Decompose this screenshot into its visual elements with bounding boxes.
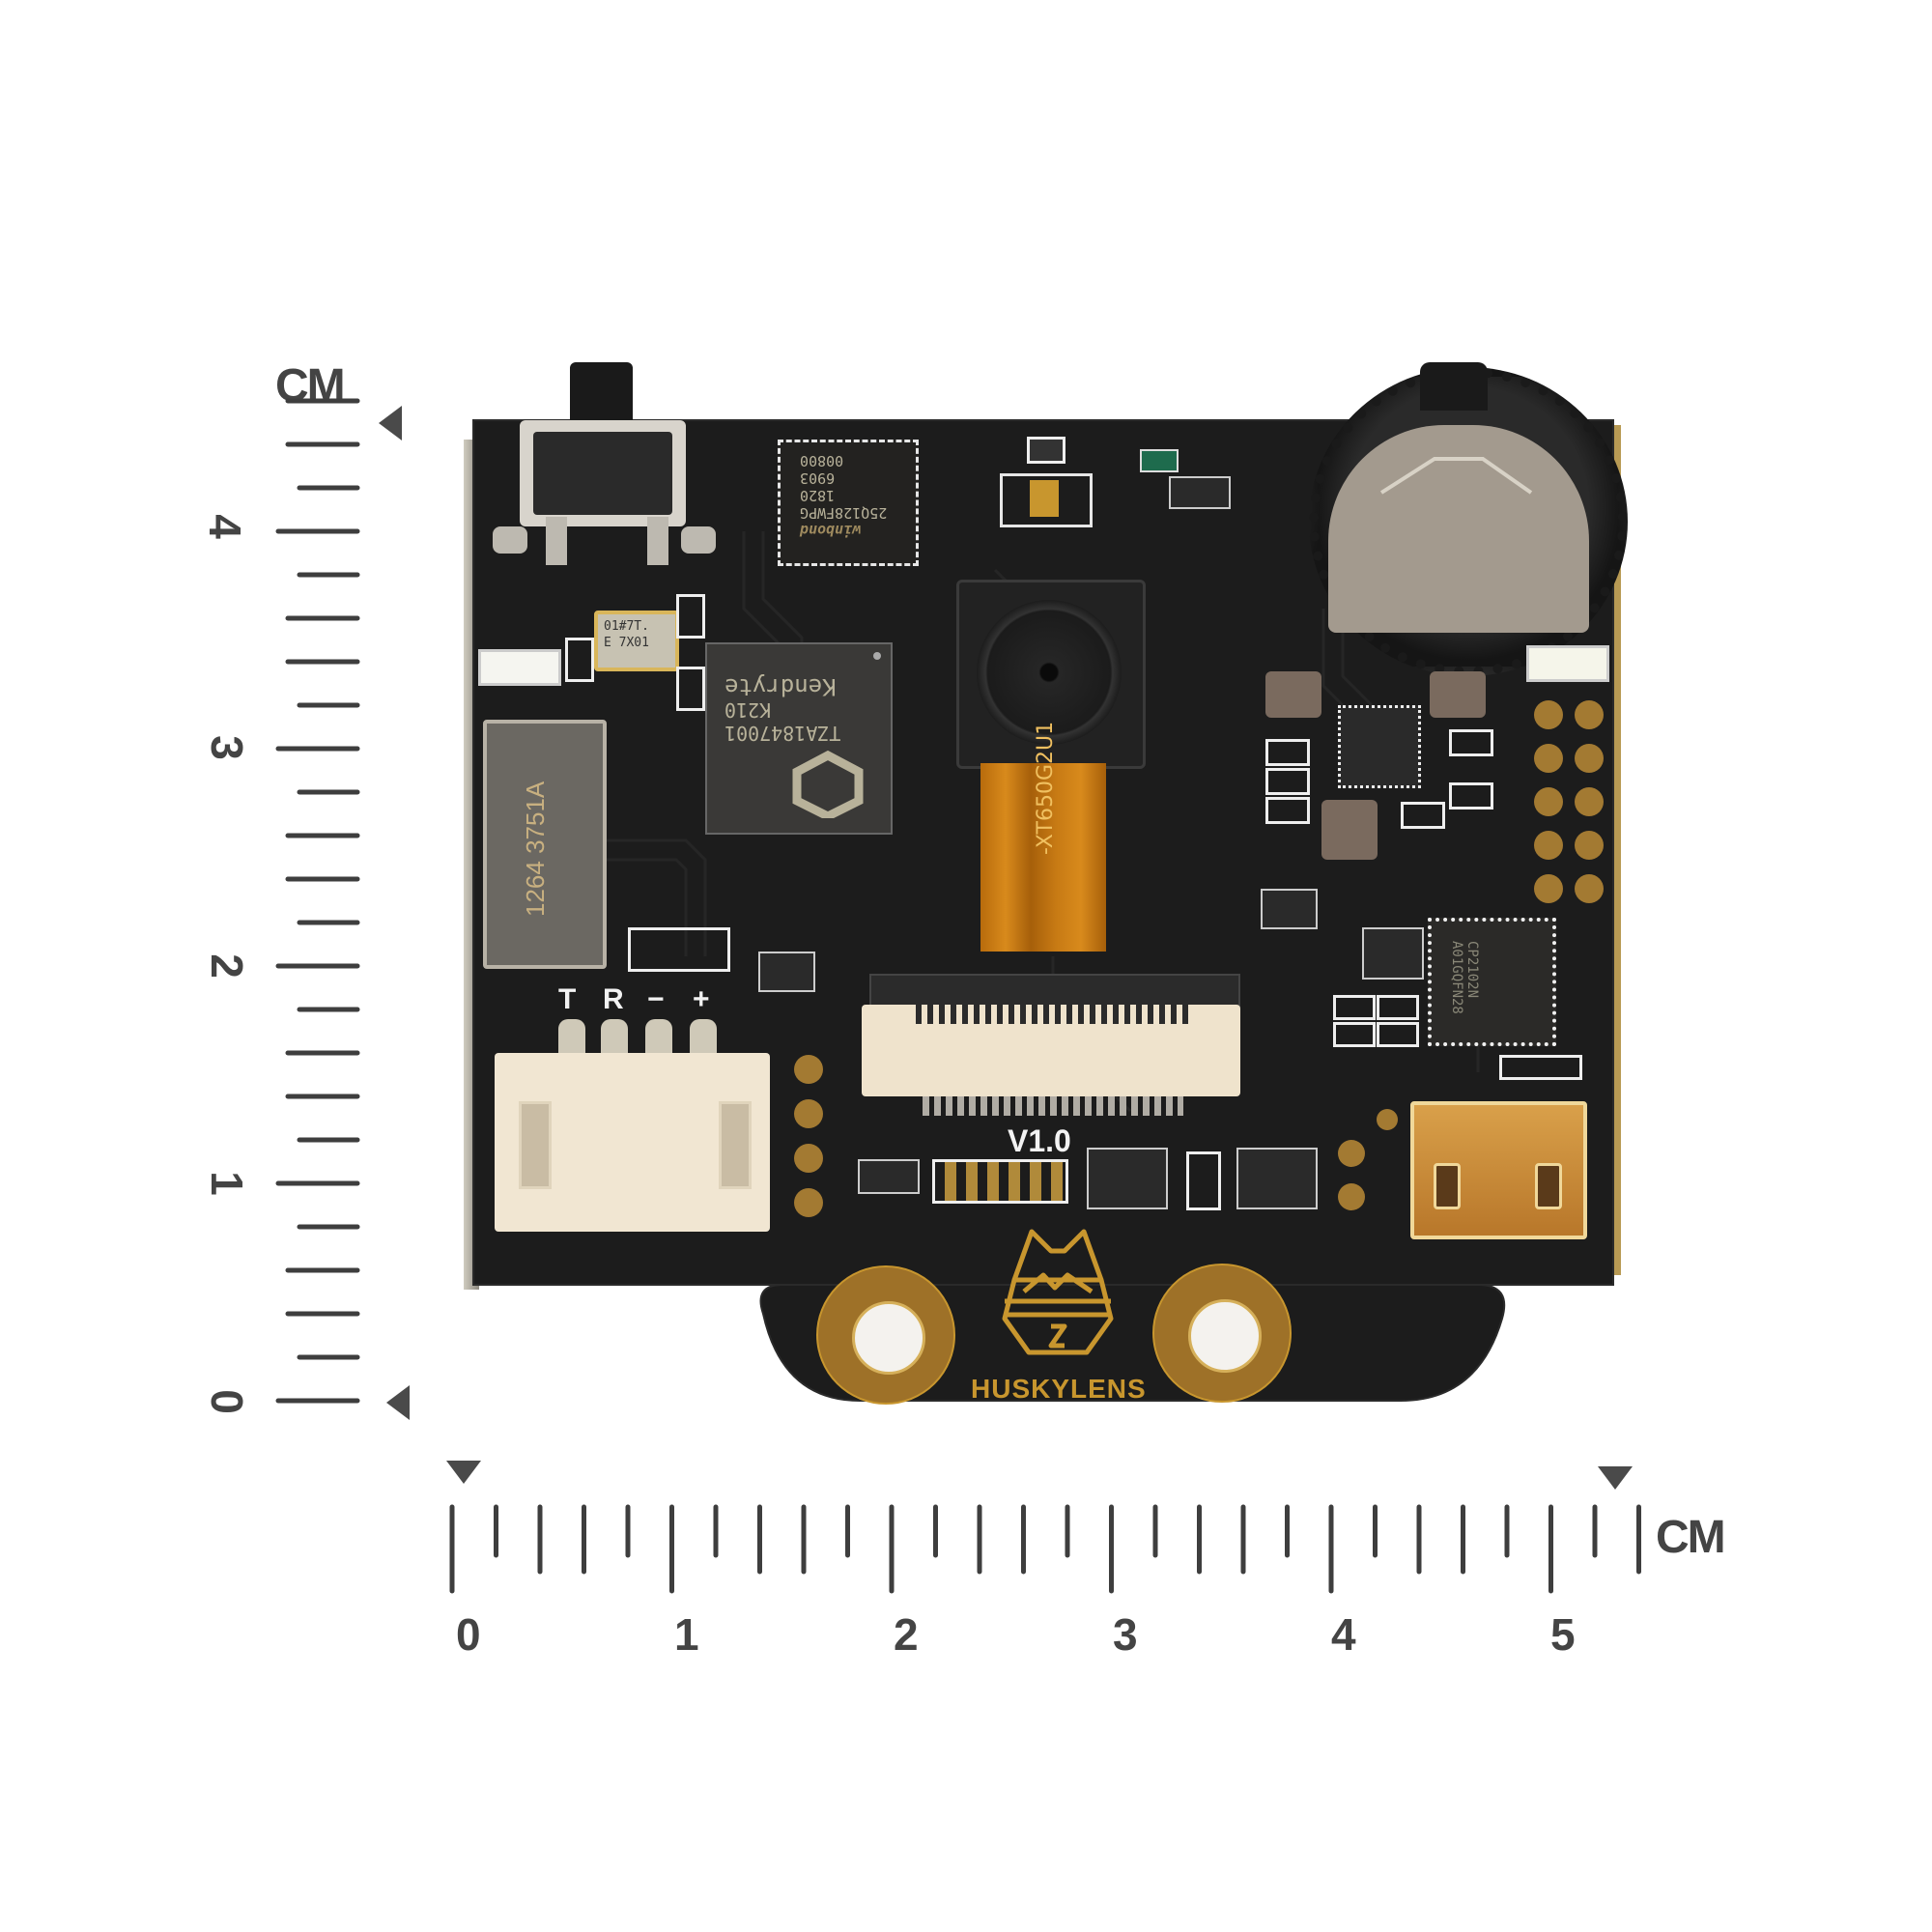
vertical-ruler-label-2: 2 xyxy=(201,953,252,979)
flash-chip-part: 25Q128FWPG xyxy=(800,504,888,522)
husky-logo-icon xyxy=(1002,1229,1114,1355)
gold-pad xyxy=(1377,1109,1398,1130)
flash-chip-line5: 00800 xyxy=(800,452,844,469)
inductor xyxy=(1430,671,1486,718)
vertical-ruler-bottom-marker-icon xyxy=(386,1385,410,1420)
status-led-green xyxy=(1140,449,1179,472)
button-leg-pad xyxy=(493,526,527,554)
gpio-pad-array-right xyxy=(1531,696,1608,908)
fpc-connector xyxy=(862,1005,1240,1096)
fill-light-led-left xyxy=(478,649,561,686)
sd-slot-marking: 1264 3751A xyxy=(521,781,550,917)
horizontal-ruler-unit-label: CM xyxy=(1656,1512,1726,1563)
crystal-line1: 01#7T. xyxy=(604,619,649,634)
camera-lens xyxy=(977,600,1122,745)
horizontal-ruler-left-marker-icon xyxy=(446,1461,481,1484)
vertical-ruler-label-1: 1 xyxy=(201,1171,252,1196)
flash-chip: winbond 25Q128FWPG 1820 6903 00800 xyxy=(778,440,919,566)
k210-chip-brand: Kendryte xyxy=(724,673,837,700)
pin-label-rx: R xyxy=(603,983,624,1015)
flash-chip-line3: 1820 xyxy=(800,487,836,504)
horizontal-ruler-label-5: 5 xyxy=(1550,1609,1576,1660)
usb-bridge-chip: CP2102N A01GQFN28 xyxy=(1428,918,1556,1046)
crystal-oscillator: 01#7T. E 7X01 xyxy=(594,611,679,671)
sd-card-slot: 1264 3751A xyxy=(483,720,607,969)
mounting-hole-left xyxy=(816,1265,955,1405)
mounting-hole-right xyxy=(1152,1264,1292,1403)
crystal-line2: E 7X01 xyxy=(604,636,649,650)
pmic-chip xyxy=(1338,705,1421,788)
horizontal-ruler-ticks xyxy=(449,1504,1641,1594)
board-version-label: V1.0 xyxy=(1008,1123,1071,1158)
vertical-ruler-ticks xyxy=(275,398,360,1404)
gold-pad xyxy=(1338,1140,1365,1167)
vertical-ruler-label-3: 3 xyxy=(201,735,252,760)
horizontal-ruler-label-3: 3 xyxy=(1113,1609,1138,1660)
flash-chip-brand: winbond xyxy=(800,522,862,539)
gravity-uart-connector[interactable] xyxy=(495,1053,770,1232)
kendryte-logo-icon xyxy=(792,751,864,818)
button-leg xyxy=(546,517,567,565)
vertical-ruler-top-marker-icon xyxy=(379,406,402,440)
horizontal-ruler-label-4: 4 xyxy=(1331,1609,1356,1660)
gold-pad xyxy=(1338,1183,1365,1210)
pin-label-gnd: − xyxy=(647,983,665,1015)
pin-label-vcc: + xyxy=(693,983,710,1015)
button-leg-pad xyxy=(681,526,716,554)
horizontal-ruler-label-1: 1 xyxy=(674,1609,699,1660)
horizontal-ruler-label-0: 0 xyxy=(456,1609,481,1660)
brand-logo-text: HUSKYLENS xyxy=(971,1374,1147,1404)
inductor xyxy=(1265,671,1321,718)
push-button-housing xyxy=(520,420,686,526)
inductor xyxy=(1321,800,1378,860)
micro-usb-port[interactable] xyxy=(1410,1101,1587,1239)
smd-component xyxy=(1027,437,1065,464)
function-dial-shield xyxy=(1328,425,1589,633)
usb-chip-lot: A01GQFN28 xyxy=(1449,941,1464,1014)
fpc-connector-pins xyxy=(923,1096,1183,1116)
button-leg xyxy=(647,517,668,565)
horizontal-ruler-label-2: 2 xyxy=(894,1609,919,1660)
k210-chip-lot: TZA1847001 xyxy=(724,722,841,745)
k210-processor-chip: TZA1847001 K210 Kendryte xyxy=(705,642,893,835)
regulator-chip xyxy=(1169,476,1231,509)
camera-flex-cable: -XT650G2U1 xyxy=(980,722,1106,952)
usb-chip-model: CP2102N xyxy=(1464,941,1480,999)
vertical-ruler-label-0: 0 xyxy=(201,1389,252,1414)
flex-cable-marking: -XT650G2U1 xyxy=(1034,721,1058,855)
horizontal-ruler-right-marker-icon xyxy=(1598,1466,1633,1490)
flash-chip-line4: 6903 xyxy=(800,469,836,487)
fill-light-led-right xyxy=(1526,645,1609,682)
pin-label-tx: T xyxy=(558,983,577,1015)
dial-knob-top[interactable] xyxy=(1420,362,1488,411)
vertical-ruler-label-4: 4 xyxy=(199,514,250,539)
rgb-led-footprint xyxy=(1000,473,1093,527)
k210-chip-model: K210 xyxy=(724,698,772,722)
